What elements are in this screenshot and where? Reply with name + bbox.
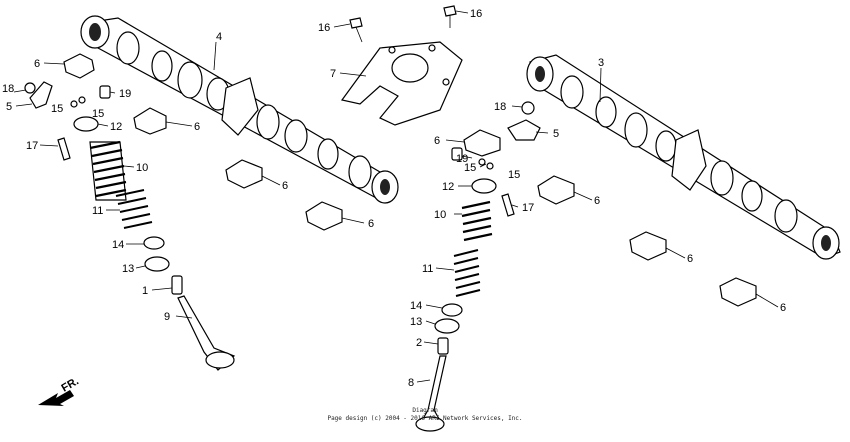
- cam-holder-plate: [340, 41, 463, 126]
- callout-7: 7: [330, 68, 336, 80]
- callout-19-right: 19: [456, 153, 468, 165]
- callout-17-right: 17: [522, 202, 534, 214]
- valve-train-left: [24, 53, 343, 371]
- callout-15-left-b: 15: [92, 108, 104, 120]
- callout-6-left-a: 6: [34, 58, 40, 70]
- callout-15-right-a: 15: [464, 162, 476, 174]
- callout-3: 3: [598, 57, 604, 69]
- callout-14-right: 14: [410, 300, 422, 312]
- callout-1-left: 1: [142, 285, 148, 297]
- callout-12-right: 12: [442, 181, 454, 193]
- callout-6-right-d: 6: [780, 302, 786, 314]
- callout-6-right-b: 6: [594, 195, 600, 207]
- callout-12-left: 12: [110, 121, 122, 133]
- callout-18-right: 18: [494, 101, 506, 113]
- callout-15-left-a: 15: [51, 103, 63, 115]
- callout-6-right-c: 6: [687, 253, 693, 265]
- bolt-16-right: [443, 5, 457, 28]
- callout-4: 4: [216, 31, 222, 43]
- callout-2-right: 2: [416, 337, 422, 349]
- front-direction-label: FR.: [60, 375, 81, 394]
- camshaft-left: [80, 15, 399, 204]
- callout-11-left: 11: [92, 205, 103, 217]
- callout-6-left-b: 6: [194, 121, 200, 133]
- footer-line-1: Diagram: [412, 407, 438, 414]
- callout-15-right-b: 15: [508, 169, 520, 181]
- bolt-16-left: [349, 17, 363, 43]
- callout-6-left-c: 6: [282, 180, 288, 192]
- callout-11-right: 11: [422, 263, 433, 275]
- callout-6-right-a: 6: [434, 135, 440, 147]
- callout-16-right: 16: [470, 8, 482, 20]
- front-direction-arrow: FR.: [38, 375, 81, 406]
- callout-labels: 4 3 7 16 16 6 18 5 15 15 19 12 6 17 10 1…: [2, 8, 786, 389]
- callout-10-left: 10: [136, 162, 148, 174]
- callout-5-right: 5: [553, 128, 559, 140]
- callout-16-left: 16: [318, 22, 330, 34]
- leader-lines: [13, 10, 779, 383]
- callout-5-left: 5: [6, 101, 12, 113]
- callout-17-left: 17: [26, 140, 38, 152]
- callout-18-left: 18: [2, 83, 14, 95]
- callout-19-left: 19: [119, 88, 131, 100]
- callout-6-left-d: 6: [368, 218, 374, 230]
- callout-13-left: 13: [122, 263, 134, 275]
- callout-9-left: 9: [164, 311, 170, 323]
- callout-14-left: 14: [112, 239, 124, 251]
- callout-8-right: 8: [408, 377, 414, 389]
- callout-10-right: 10: [434, 209, 446, 221]
- footer-copyright: Page design (c) 2004 - 2016 ARI Network …: [327, 415, 522, 422]
- callout-13-right: 13: [410, 316, 422, 328]
- camshaft-right: [526, 54, 841, 260]
- valve-train-right: [415, 101, 757, 432]
